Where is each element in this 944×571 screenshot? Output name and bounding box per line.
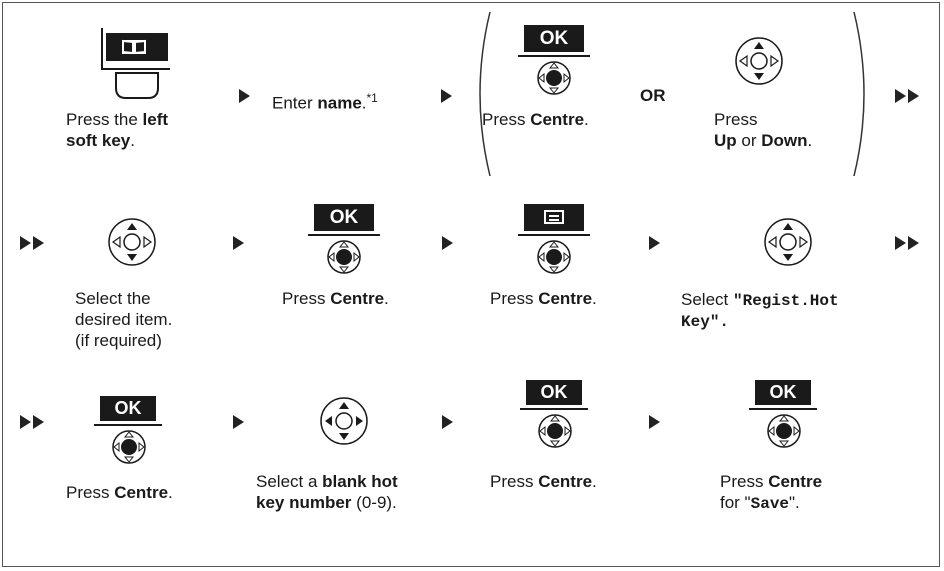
- centre-press-icon: [327, 240, 361, 274]
- navigator-pad-icon: [764, 218, 812, 266]
- centre-press-icon: [537, 240, 571, 274]
- centre-press-icon: [537, 61, 571, 95]
- arrow-right-icon: [649, 415, 660, 429]
- row3-step3-caption: Press Centre.: [490, 472, 597, 491]
- left-paren: [479, 11, 491, 177]
- double-arrow-right-icon: [20, 415, 46, 429]
- row2-step1-line1: Select the: [75, 289, 151, 308]
- ok-key: OK: [526, 380, 582, 405]
- row1-step4-caption-line2: Up or Down.: [714, 131, 813, 150]
- arrow-right-icon: [233, 236, 244, 250]
- centre-press-icon: [538, 414, 572, 448]
- double-arrow-right-icon: [895, 89, 921, 103]
- ok-key: OK: [755, 380, 811, 405]
- row3-step2-caption-line2: key number (0-9).: [256, 493, 397, 512]
- row3-step4-caption: Press Centre: [720, 472, 823, 491]
- row1-step3-caption: Press Centre.: [482, 110, 589, 129]
- key-divider: [749, 408, 817, 410]
- ok-key: OK: [100, 396, 156, 421]
- key-divider: [518, 55, 590, 57]
- menu-key-icon: [524, 204, 584, 231]
- row1-step1-caption: Press the left: [66, 110, 169, 129]
- key-divider: [520, 408, 588, 410]
- row1-step2-caption: Enter name.*1: [272, 91, 378, 113]
- right-paren: [853, 11, 865, 177]
- ok-key: OK: [314, 204, 374, 231]
- double-arrow-right-icon: [895, 236, 921, 250]
- row3-step1-caption: Press Centre.: [66, 483, 173, 502]
- row1-step1-caption-line2: soft key.: [66, 131, 135, 150]
- arrow-right-icon: [233, 415, 244, 429]
- navigator-pad-icon: [320, 397, 368, 445]
- double-arrow-right-icon: [20, 236, 46, 250]
- navigator-pad-icon: [735, 37, 783, 85]
- row3-step2-caption: Select a blank hot: [256, 472, 398, 491]
- row3-step4-caption-line2: for "Save".: [720, 493, 800, 513]
- key-divider: [308, 234, 380, 236]
- left-soft-key-book-icon: [101, 28, 170, 99]
- row2-step1-line2: desired item.: [75, 310, 173, 329]
- key-divider: [94, 424, 162, 426]
- row2-step4-caption-line2: Key".: [681, 313, 730, 331]
- ok-key: OK: [524, 25, 584, 52]
- row1-step4-caption: Press: [714, 110, 758, 129]
- key-divider: [518, 234, 590, 236]
- arrow-right-icon: [441, 89, 452, 103]
- arrow-right-icon: [239, 89, 250, 103]
- arrow-right-icon: [649, 236, 660, 250]
- arrow-right-icon: [442, 415, 453, 429]
- row2-step4-caption: Select "Regist.Hot: [681, 290, 839, 310]
- row2-step2-caption: Press Centre.: [282, 289, 389, 308]
- navigator-pad-icon: [108, 218, 156, 266]
- arrow-right-icon: [442, 236, 453, 250]
- or-label: OR: [640, 86, 666, 105]
- centre-press-icon: [112, 430, 146, 464]
- centre-press-icon: [767, 414, 801, 448]
- row2-step3-caption: Press Centre.: [490, 289, 597, 308]
- row2-step1-line3: (if required): [75, 331, 162, 350]
